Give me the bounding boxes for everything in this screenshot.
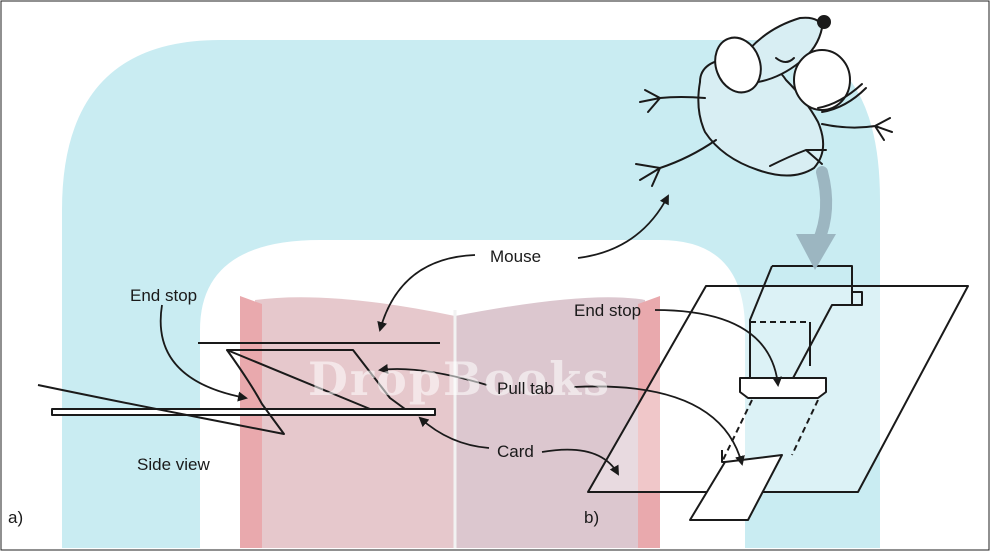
end-stop-arrow-a (159, 304, 248, 402)
pull-tab-perspective (689, 265, 863, 521)
card-label: Card (497, 442, 534, 461)
pull-tab-arrow-a (378, 364, 488, 386)
end-stop-side-view (37, 349, 285, 435)
panel-a-label: a) (8, 508, 24, 527)
end-stop-label-b: End stop (574, 301, 642, 320)
end-stop-label-a: End stop (130, 286, 198, 305)
perspective-drawing (587, 265, 969, 521)
card-arrow-b (541, 448, 619, 476)
flow-arrow (796, 166, 836, 270)
end-stop-arrow-b (654, 309, 783, 387)
card-arrow-a (418, 416, 490, 449)
end-stop-perspective (739, 377, 827, 399)
callout-arrows (159, 194, 783, 476)
mouse-arrow-right (577, 194, 669, 259)
side-view-label: Side view (137, 455, 210, 474)
pull-tab-arrow-b (573, 385, 745, 466)
mouse-illustration (635, 15, 893, 187)
pull-tab-side-view (226, 349, 406, 410)
watermark-graphic (62, 40, 880, 548)
watermark-text: DropBooks (308, 352, 611, 406)
mouse-arrow-left (377, 254, 476, 332)
pull-tab-label: Pull tab (497, 379, 554, 398)
card-side-view (51, 408, 436, 416)
panel-b-label: b) (584, 508, 600, 527)
side-view-drawing (37, 342, 440, 435)
mouse-label: Mouse (490, 247, 542, 266)
